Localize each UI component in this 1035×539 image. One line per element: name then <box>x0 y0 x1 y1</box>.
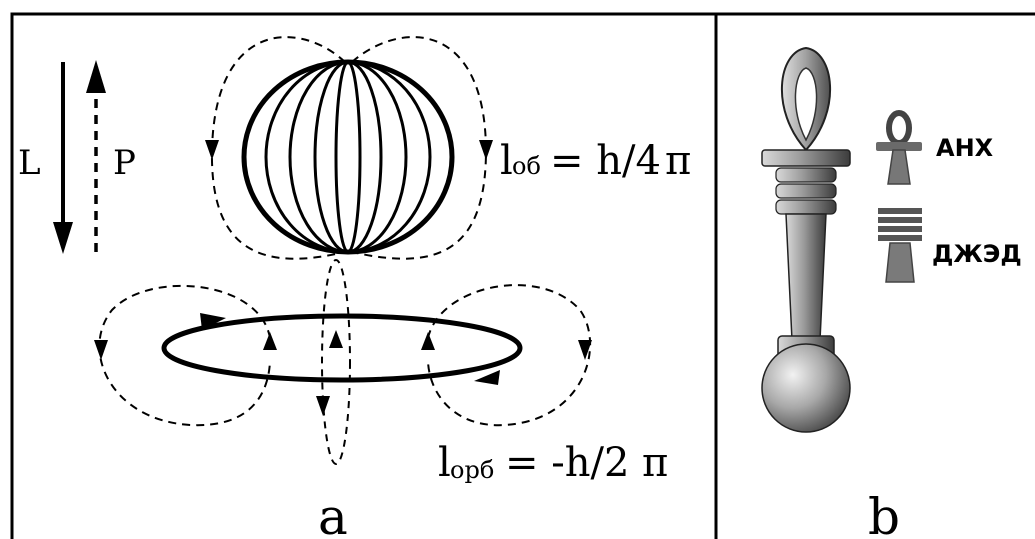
ankh-bar <box>876 142 922 151</box>
formula-spin-symbol: l <box>500 138 513 184</box>
formula-spin-value: = h/4 <box>550 138 661 184</box>
djed-icon <box>878 208 922 283</box>
ankh-djed-sceptre-icon <box>761 46 851 433</box>
formula-spin: l об = h/4 π <box>500 138 691 184</box>
axis-arrow-down-icon <box>316 396 330 416</box>
orbit-arrow-top-icon <box>200 313 226 330</box>
ankh-icon <box>876 110 922 185</box>
orbit-field-lines <box>98 284 592 427</box>
formula-orbital: l орб = -h/2 π <box>438 440 668 486</box>
sceptre-ball <box>761 343 851 433</box>
ankh-label: АНХ <box>936 134 994 162</box>
formula-spin-subscript: об <box>512 152 541 180</box>
axis-arrow-up-icon <box>329 330 343 348</box>
orbit-field-arrow-4-icon <box>578 340 592 360</box>
panel-a: L P <box>18 36 691 539</box>
sceptre-ring <box>775 183 837 199</box>
field-arrow-right-icon <box>479 140 493 160</box>
ankh-loop <box>886 110 912 146</box>
orbit-field-arrow-2-icon <box>263 332 277 350</box>
djed-bar <box>878 235 922 241</box>
sphere-outline <box>241 59 455 255</box>
formula-orbital-value: = -h/2 <box>505 440 629 486</box>
formula-orbital-pi: π <box>642 440 668 486</box>
p-arrowhead-icon <box>86 60 106 93</box>
sceptre-ring <box>775 167 837 183</box>
label-p: P <box>113 143 136 183</box>
orbit-field-right <box>427 284 592 427</box>
orbit-arrow-bottom-icon <box>474 370 500 385</box>
sceptre-shaft <box>785 213 827 341</box>
panel-b-frame <box>714 12 1035 539</box>
sceptre-ring <box>775 199 837 215</box>
axis-dashed-loop <box>321 259 351 465</box>
angular-momentum-vectors: L P <box>18 60 136 254</box>
label-l: L <box>18 143 41 183</box>
panel-b-caption: b <box>868 488 900 539</box>
sceptre-crossbar <box>761 149 851 167</box>
panel-a-caption: a <box>318 488 348 539</box>
djed-label: ДЖЭД <box>932 240 1022 268</box>
ankh-stem <box>887 149 911 185</box>
spin-sphere <box>241 59 455 255</box>
l-arrowhead-icon <box>53 222 73 254</box>
orbit-field-arrow-3-icon <box>421 332 435 350</box>
orbital-ring <box>161 313 523 383</box>
meridian <box>288 60 408 254</box>
panel-b: АНХ ДЖЭД b <box>761 46 1022 539</box>
djed-bar <box>878 217 922 223</box>
meridian <box>313 60 383 254</box>
djed-stem <box>885 242 915 283</box>
sceptre-loop-inner <box>794 67 818 142</box>
djed-bar <box>878 208 922 214</box>
orbit-field-arrow-1-icon <box>94 340 108 360</box>
formula-orbital-subscript: орб <box>450 456 494 484</box>
djed-bar <box>878 226 922 232</box>
field-arrow-left-icon <box>205 140 219 160</box>
sphere-field-lines <box>210 36 488 260</box>
orbit-field-left <box>98 284 271 427</box>
meridian <box>334 60 362 254</box>
formula-spin-pi: π <box>665 138 691 184</box>
formula-orbital-symbol: l <box>438 440 451 486</box>
